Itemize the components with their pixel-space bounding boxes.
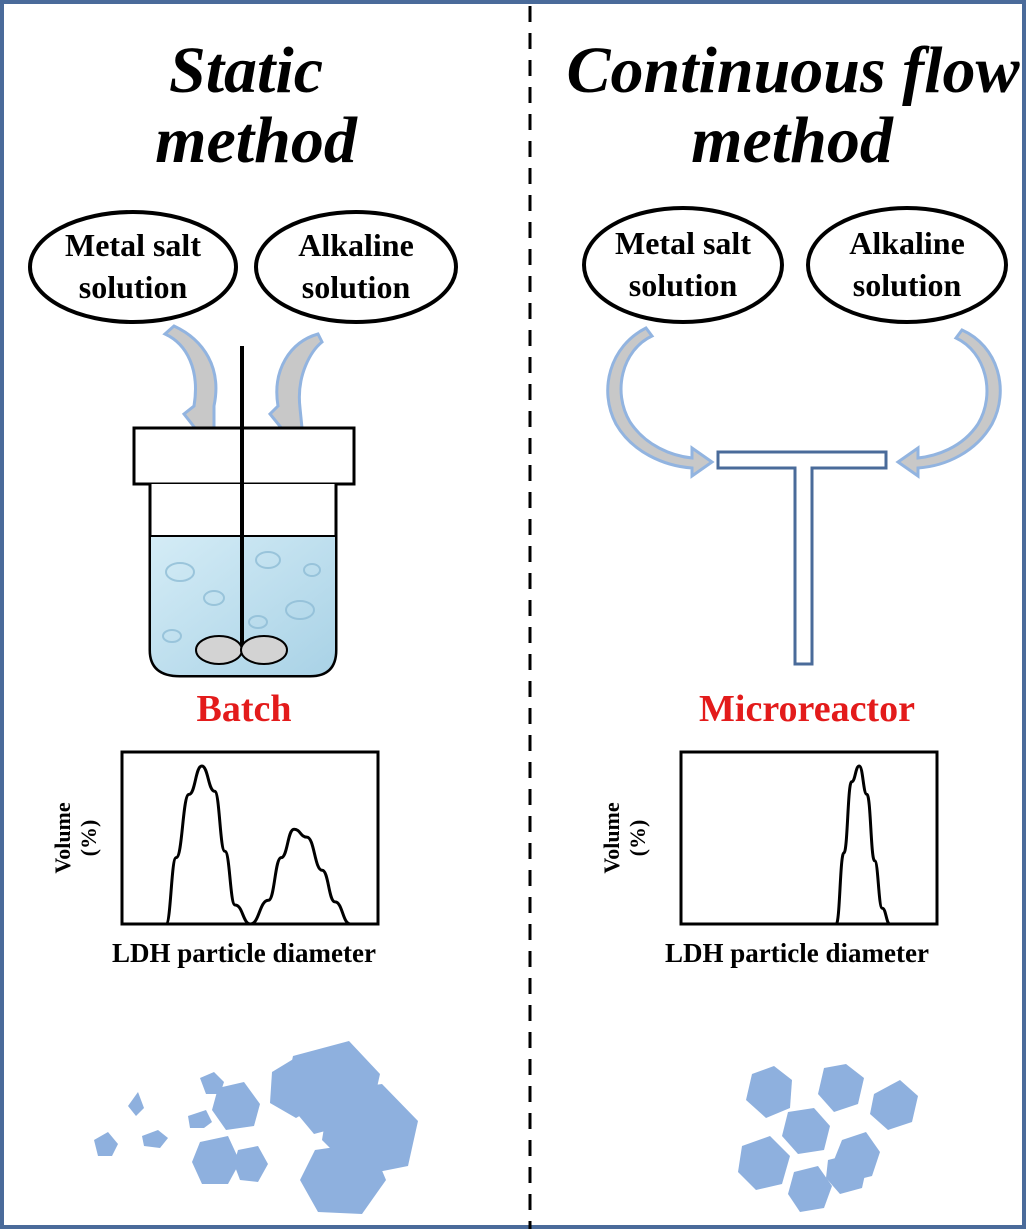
flow-particle — [746, 1066, 792, 1118]
flow-left-curved-arrow — [606, 326, 715, 479]
static-metal-salt-ellipse — [28, 210, 238, 324]
batch-label: Batch — [197, 688, 292, 730]
static-title-line1: Static — [169, 34, 323, 107]
static-ylabel-line2: (%) — [76, 820, 101, 857]
flow-size-distribution-curve — [834, 764, 891, 926]
static-particle — [192, 1136, 240, 1184]
flow-panel: Continuous flow method Metal salt soluti… — [566, 34, 1020, 1212]
flow-particle — [782, 1108, 830, 1154]
flow-alkaline-label-line1: Alkaline — [849, 225, 965, 261]
static-particle — [300, 1142, 386, 1214]
static-metal-salt-label-line2: solution — [79, 269, 188, 305]
static-xlabel: LDH particle diameter — [112, 938, 376, 968]
flow-right-curved-arrow — [895, 328, 1002, 479]
flow-ylabel-line1: Volume — [599, 802, 624, 874]
static-particle — [200, 1072, 224, 1094]
flow-alkaline-label-line2: solution — [853, 267, 962, 303]
flow-particle — [818, 1064, 864, 1112]
impeller-blade-left — [195, 635, 243, 665]
flow-chart-frame — [679, 750, 939, 926]
flow-metal-salt-label-line1: Metal salt — [615, 225, 751, 261]
microreactor-t — [716, 450, 888, 666]
flow-ylabel: Volume (%) — [599, 802, 650, 874]
static-particle — [234, 1146, 268, 1182]
static-chart-frame — [120, 750, 380, 926]
static-particle — [142, 1130, 168, 1148]
flow-particle — [870, 1080, 918, 1130]
static-panel: Static method Metal salt solution Alkali… — [28, 34, 458, 1214]
static-particle — [94, 1132, 118, 1156]
impeller-blade-right — [240, 635, 288, 665]
flow-metal-salt-ellipse — [582, 206, 784, 324]
static-title-line2: method — [155, 104, 358, 177]
static-particle — [270, 1055, 324, 1118]
static-metal-salt-label-line1: Metal salt — [65, 227, 201, 263]
flow-particle — [826, 1154, 866, 1194]
flow-alkaline-ellipse — [806, 206, 1008, 324]
static-ylabel-line1: Volume — [50, 802, 75, 874]
flow-particle — [788, 1166, 832, 1212]
static-particle — [128, 1092, 144, 1116]
static-alkaline-label-line2: solution — [302, 269, 411, 305]
microreactor-label: Microreactor — [699, 688, 915, 730]
flow-metal-salt-label-line2: solution — [629, 267, 738, 303]
static-particle — [188, 1110, 212, 1128]
liquid-bubbles — [162, 551, 321, 643]
static-size-distribution-curve — [164, 764, 364, 926]
flow-xlabel: LDH particle diameter — [665, 938, 929, 968]
flow-title-line2: method — [691, 104, 894, 177]
flow-particle — [738, 1136, 790, 1190]
flow-ylabel-line2: (%) — [625, 820, 650, 857]
static-particles — [94, 1041, 418, 1214]
static-ylabel: Volume (%) — [50, 802, 101, 874]
static-left-curved-arrow — [162, 324, 218, 445]
static-particle — [212, 1082, 260, 1130]
flow-title-line1: Continuous flow — [566, 34, 1020, 107]
static-alkaline-label-line1: Alkaline — [298, 227, 414, 263]
flow-particles — [738, 1064, 918, 1212]
static-alkaline-ellipse — [254, 210, 458, 324]
